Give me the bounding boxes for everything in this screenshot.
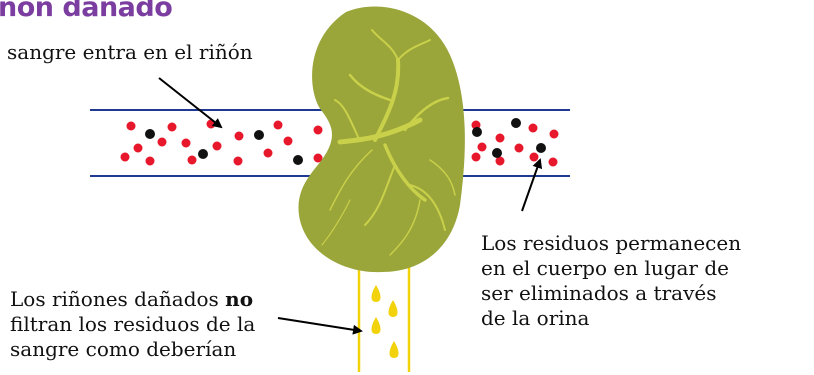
red-blood-cell [126,121,136,131]
red-blood-cell [548,157,558,167]
waste-particle [145,129,155,139]
waste-particle [198,149,208,159]
red-blood-cell [514,143,524,153]
red-blood-cell [471,152,481,162]
arrow-damaged-filter [277,317,363,335]
red-blood-cell [167,122,177,132]
red-blood-cell [187,155,197,165]
kidney-shape [298,6,465,273]
page-title: ñón dañado [0,0,173,23]
red-blood-cell [234,131,244,141]
red-blood-cell [495,133,505,143]
red-blood-cell [549,129,559,139]
damaged-kidneys-label: Los riñones dañados no filtran los resid… [10,287,255,362]
waste-remains-label: Los residuos permanecen en el cuerpo en … [481,231,741,331]
urine-drop [371,317,381,334]
waste-particle [254,130,264,140]
red-blood-cell [157,137,167,147]
damaged-line-2: filtran los residuos de la [10,312,256,336]
arrow-blood-enters [158,77,223,129]
damaged-line-1: Los riñones dañados no [10,287,255,312]
red-blood-cell [233,156,243,166]
damaged-bold-no: no [225,287,254,311]
red-blood-cell [145,156,155,166]
red-blood-cell [528,123,538,133]
arrow-waste-remains [521,158,543,212]
waste-particle [536,143,546,153]
kidney [298,6,465,273]
red-blood-cell [263,148,273,158]
red-blood-cell [273,120,283,130]
waste-remains-line-3: ser eliminados a través [481,281,717,305]
blood-enters-label: sangre entra en el riñón [7,40,253,64]
red-blood-cell [133,143,143,153]
red-blood-cell [495,156,505,166]
red-blood-cell [181,138,191,148]
ureter [357,258,411,372]
urine-drop [371,285,381,302]
kidney-veins [321,29,456,256]
waste-remains-line-1: Los residuos permanecen [481,231,742,255]
waste-particle [472,127,482,137]
waste-particle [511,118,521,128]
red-blood-cell [212,141,222,151]
red-blood-cell [313,125,323,135]
damaged-prefix: Los riñones dañados [10,287,226,311]
red-blood-cell [313,153,323,163]
red-blood-cell [283,136,293,146]
urine-drop [389,341,399,358]
waste-particle [492,148,502,158]
waste-remains-line-2: en el cuerpo en lugar de [481,256,729,280]
blood-cells [120,118,559,167]
damaged-line-3: sangre como deberían [10,337,237,361]
red-blood-cell [120,152,130,162]
red-blood-cell [477,142,487,152]
urine-drop [388,300,398,317]
waste-remains-line-4: de la orina [481,306,590,330]
red-blood-cell [529,152,539,162]
waste-particle [293,155,303,165]
